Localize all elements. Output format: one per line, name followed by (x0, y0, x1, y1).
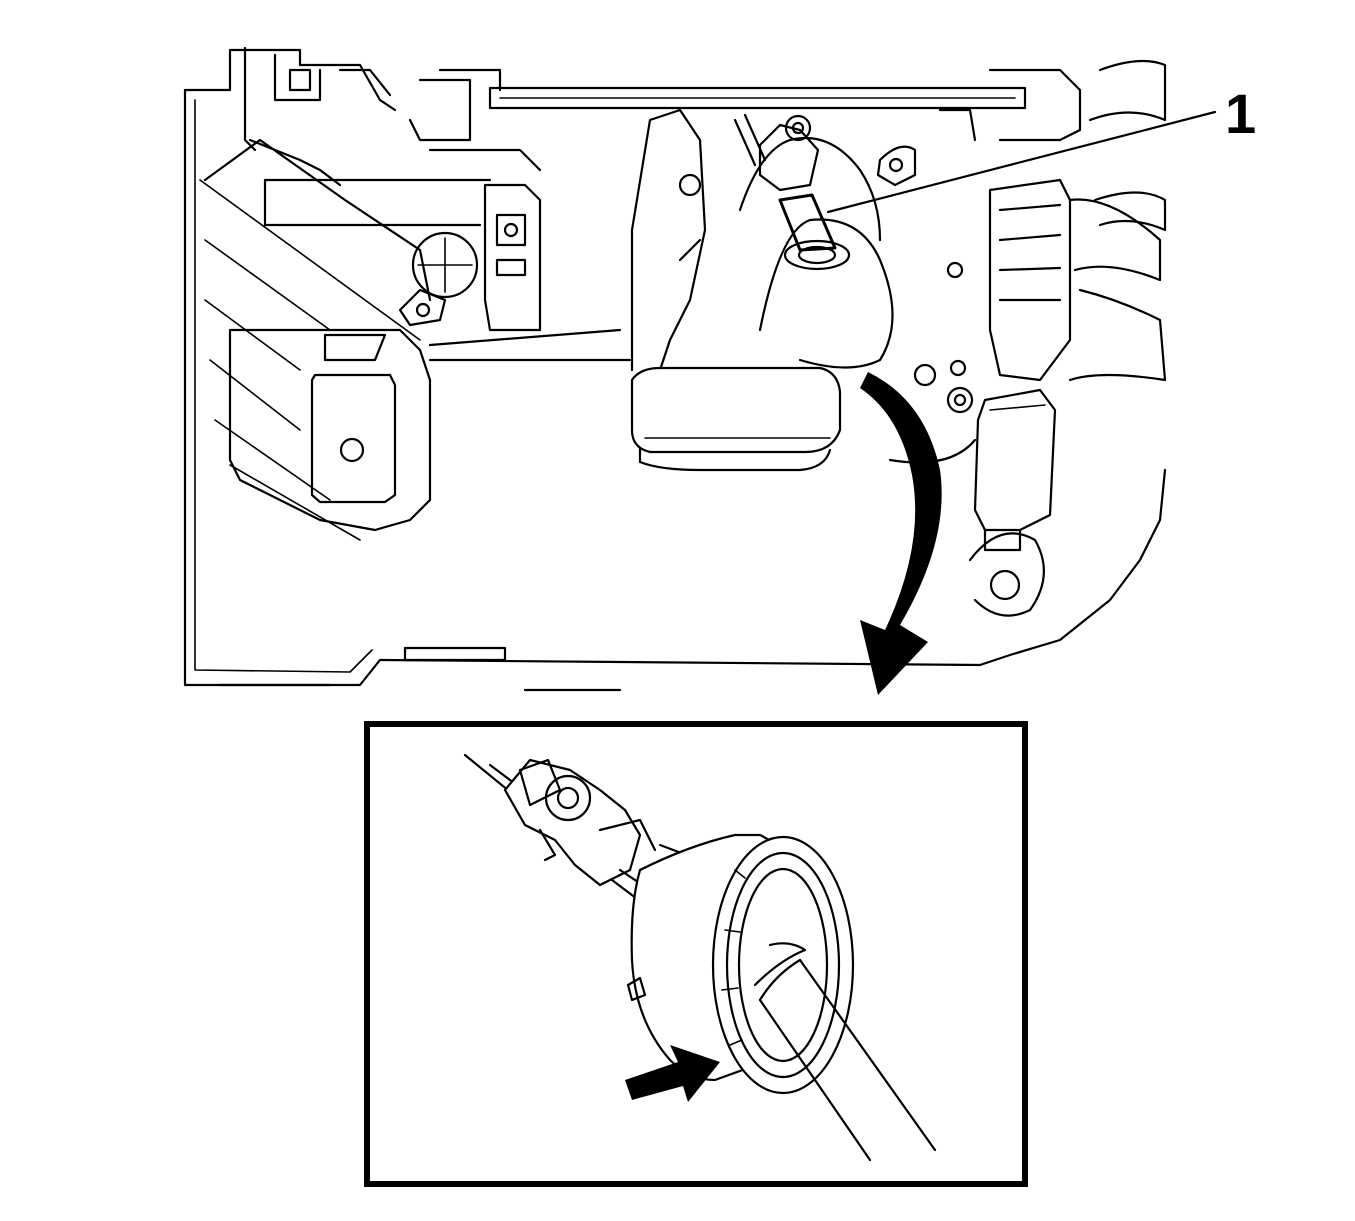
main-view (183, 46, 1217, 695)
callout-1-label: 1 (1225, 82, 1256, 145)
detail-inset (364, 721, 1028, 1187)
